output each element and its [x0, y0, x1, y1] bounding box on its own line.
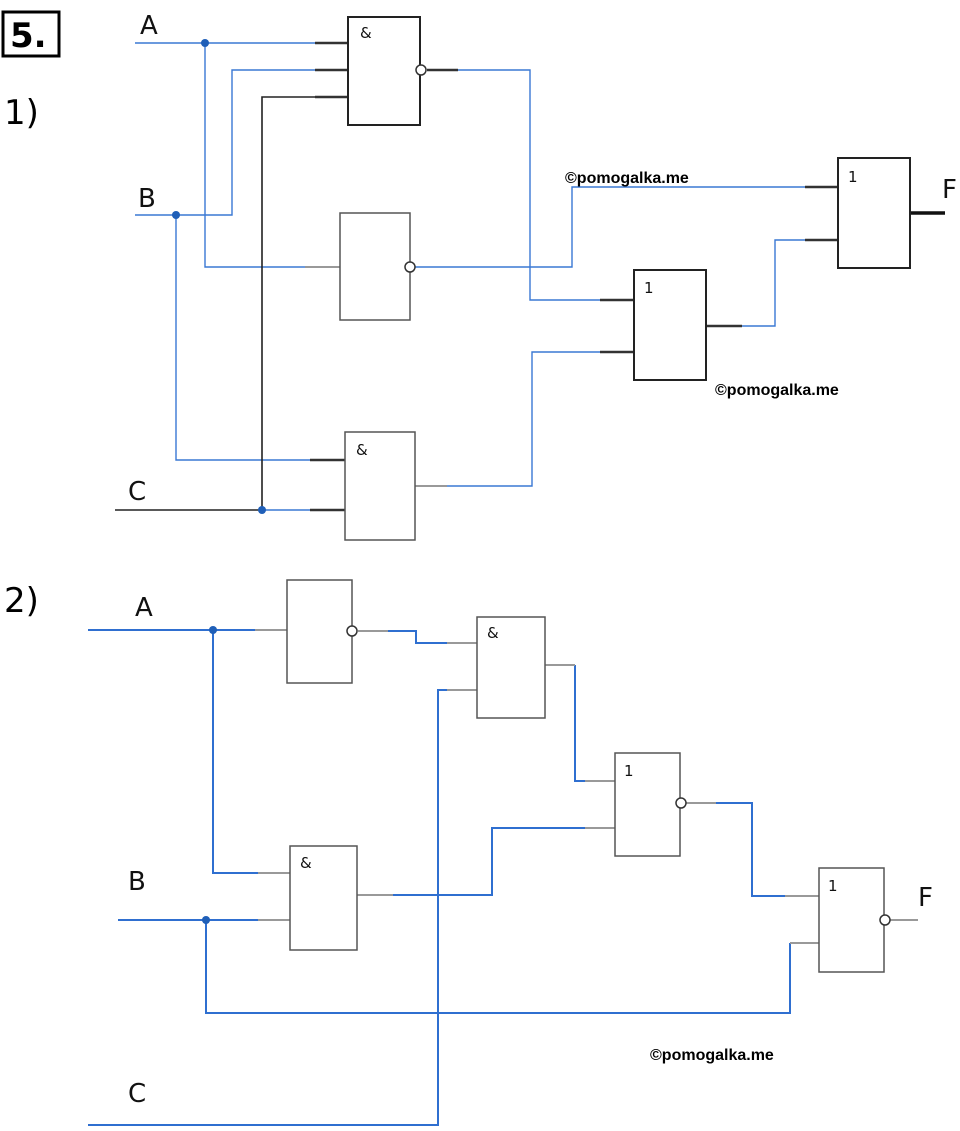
svg-text:1: 1 — [828, 877, 838, 895]
wires — [88, 629, 791, 1126]
watermark: ©pomogalka.me — [650, 1047, 774, 1064]
input-a-label: A — [135, 593, 153, 623]
gate-nor-1: 1 — [585, 752, 716, 857]
svg-text:1: 1 — [624, 762, 634, 780]
svg-text:&: & — [360, 24, 372, 42]
gate-not-1 — [305, 212, 416, 321]
task-number-box — [1, 10, 61, 58]
svg-text:&: & — [356, 441, 368, 459]
junction-dot — [201, 39, 209, 47]
task-number: 5. — [10, 16, 47, 56]
gate-nor-2: 1 — [785, 867, 918, 973]
svg-text:&: & — [300, 854, 312, 872]
junction-dot — [258, 506, 266, 514]
circuit-2: 2) A B C F & — [4, 579, 933, 1126]
svg-text:&: & — [487, 624, 499, 642]
gate-or-1: 1 — [600, 269, 742, 381]
inversion-bubble — [675, 797, 687, 809]
watermark: ©pomogalka.me — [565, 170, 689, 187]
junction-dot — [209, 626, 217, 634]
part-1-label: 1) — [4, 93, 39, 133]
input-c-label: C — [128, 477, 146, 507]
gate-not-2 — [255, 579, 388, 684]
output-f-label: F — [918, 883, 933, 913]
watermark: ©pomogalka.me — [715, 382, 839, 399]
gate-and-1: & — [310, 431, 447, 541]
input-b-label: B — [138, 184, 156, 214]
gate-or-2: 1 — [805, 157, 945, 269]
input-a-label: A — [140, 11, 158, 41]
circuit-1: 1) A B C F & — [4, 11, 957, 541]
output-f-label: F — [942, 175, 957, 205]
inversion-bubble — [415, 64, 427, 76]
junction-dot — [202, 916, 210, 924]
input-c-label: C — [128, 1079, 146, 1109]
gate-and-2: & — [447, 616, 575, 719]
inversion-bubble — [404, 261, 416, 273]
wires — [115, 42, 805, 511]
inversion-bubble — [346, 625, 358, 637]
svg-text:1: 1 — [848, 168, 858, 186]
gate-and-3: & — [258, 845, 393, 951]
input-b-label: B — [128, 867, 146, 897]
svg-text:1: 1 — [644, 279, 654, 297]
part-2-label: 2) — [4, 581, 39, 621]
inversion-bubble — [879, 914, 891, 926]
gate-nand-1: & — [315, 16, 458, 126]
junction-dot — [172, 211, 180, 219]
